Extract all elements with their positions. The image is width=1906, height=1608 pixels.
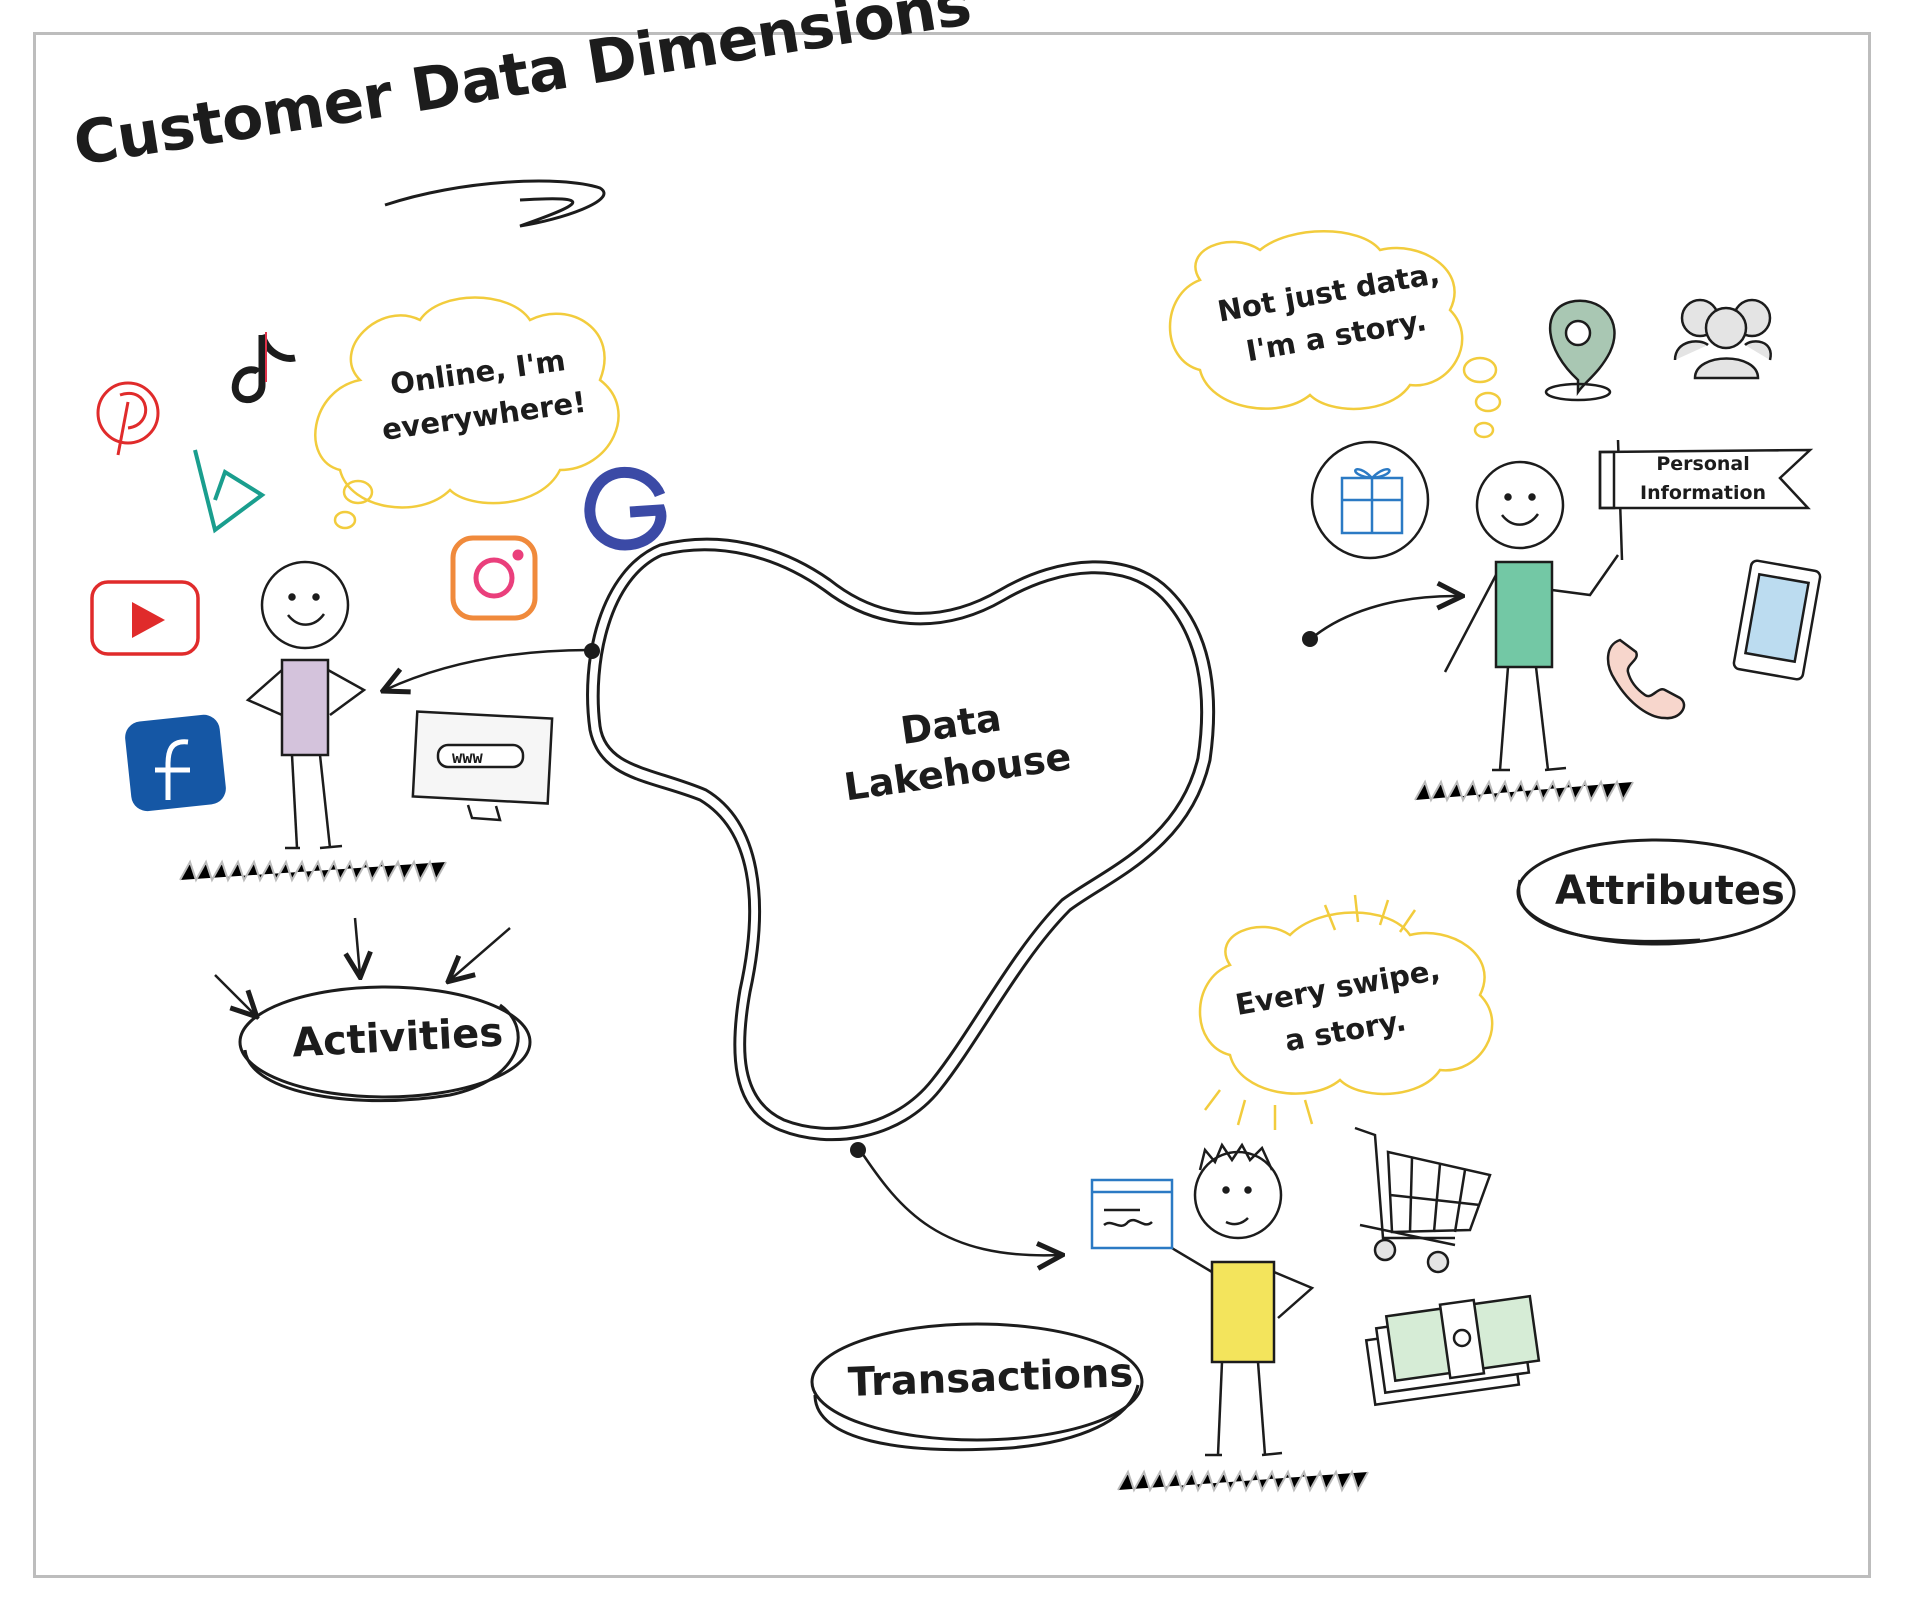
location-pin-icon	[1544, 299, 1616, 402]
instagram-icon	[450, 535, 538, 621]
sun-rays	[1204, 894, 1417, 1130]
flag-label-line1: Personal	[1656, 453, 1750, 475]
attributes-label: Attributes	[1555, 868, 1785, 914]
connector-activities	[385, 643, 600, 690]
lakehouse-blob	[586, 537, 1216, 1142]
diagram-frame	[33, 32, 1871, 1578]
thought-bubble-attributes	[1168, 230, 1502, 439]
activities-ellipse	[238, 985, 532, 1103]
website-icon-label: www	[452, 748, 483, 768]
thought-bubble-transactions	[1198, 911, 1494, 1096]
tablet-icon	[1732, 559, 1822, 681]
connector-attributes	[1302, 596, 1460, 647]
youtube-icon	[90, 580, 200, 656]
flag-label-line2: Information	[1640, 482, 1767, 504]
cash-stack-icon	[1364, 1294, 1541, 1407]
person-attributes	[1443, 460, 1620, 772]
personal-info-flag	[1598, 439, 1814, 561]
grass-attributes	[1414, 779, 1634, 803]
person-transactions	[1159, 1142, 1315, 1457]
arrows-to-activities	[214, 917, 511, 1015]
connector-transactions	[850, 1142, 1060, 1255]
title-underline	[384, 179, 606, 228]
personal-info-flag-label: Personal Information	[1640, 450, 1766, 508]
pinterest-icon	[96, 381, 160, 456]
person-activities	[245, 560, 367, 850]
transactions-ellipse	[810, 1322, 1144, 1452]
thought-bubble-activities	[314, 296, 620, 530]
google-icon	[584, 466, 667, 551]
phone-icon	[1606, 638, 1686, 720]
facebook-icon	[125, 714, 226, 812]
gift-cycle-icon	[1310, 440, 1430, 560]
grass-activities	[179, 859, 447, 883]
website-icon	[411, 710, 554, 822]
users-group-icon	[1673, 298, 1772, 380]
grass-transactions	[1117, 1469, 1369, 1493]
shopping-cart-icon	[1354, 1126, 1492, 1274]
tiktok-icon	[231, 332, 296, 404]
bing-icon	[193, 449, 266, 534]
attributes-ellipse	[1516, 838, 1796, 946]
receipt-icon	[1090, 1178, 1174, 1250]
